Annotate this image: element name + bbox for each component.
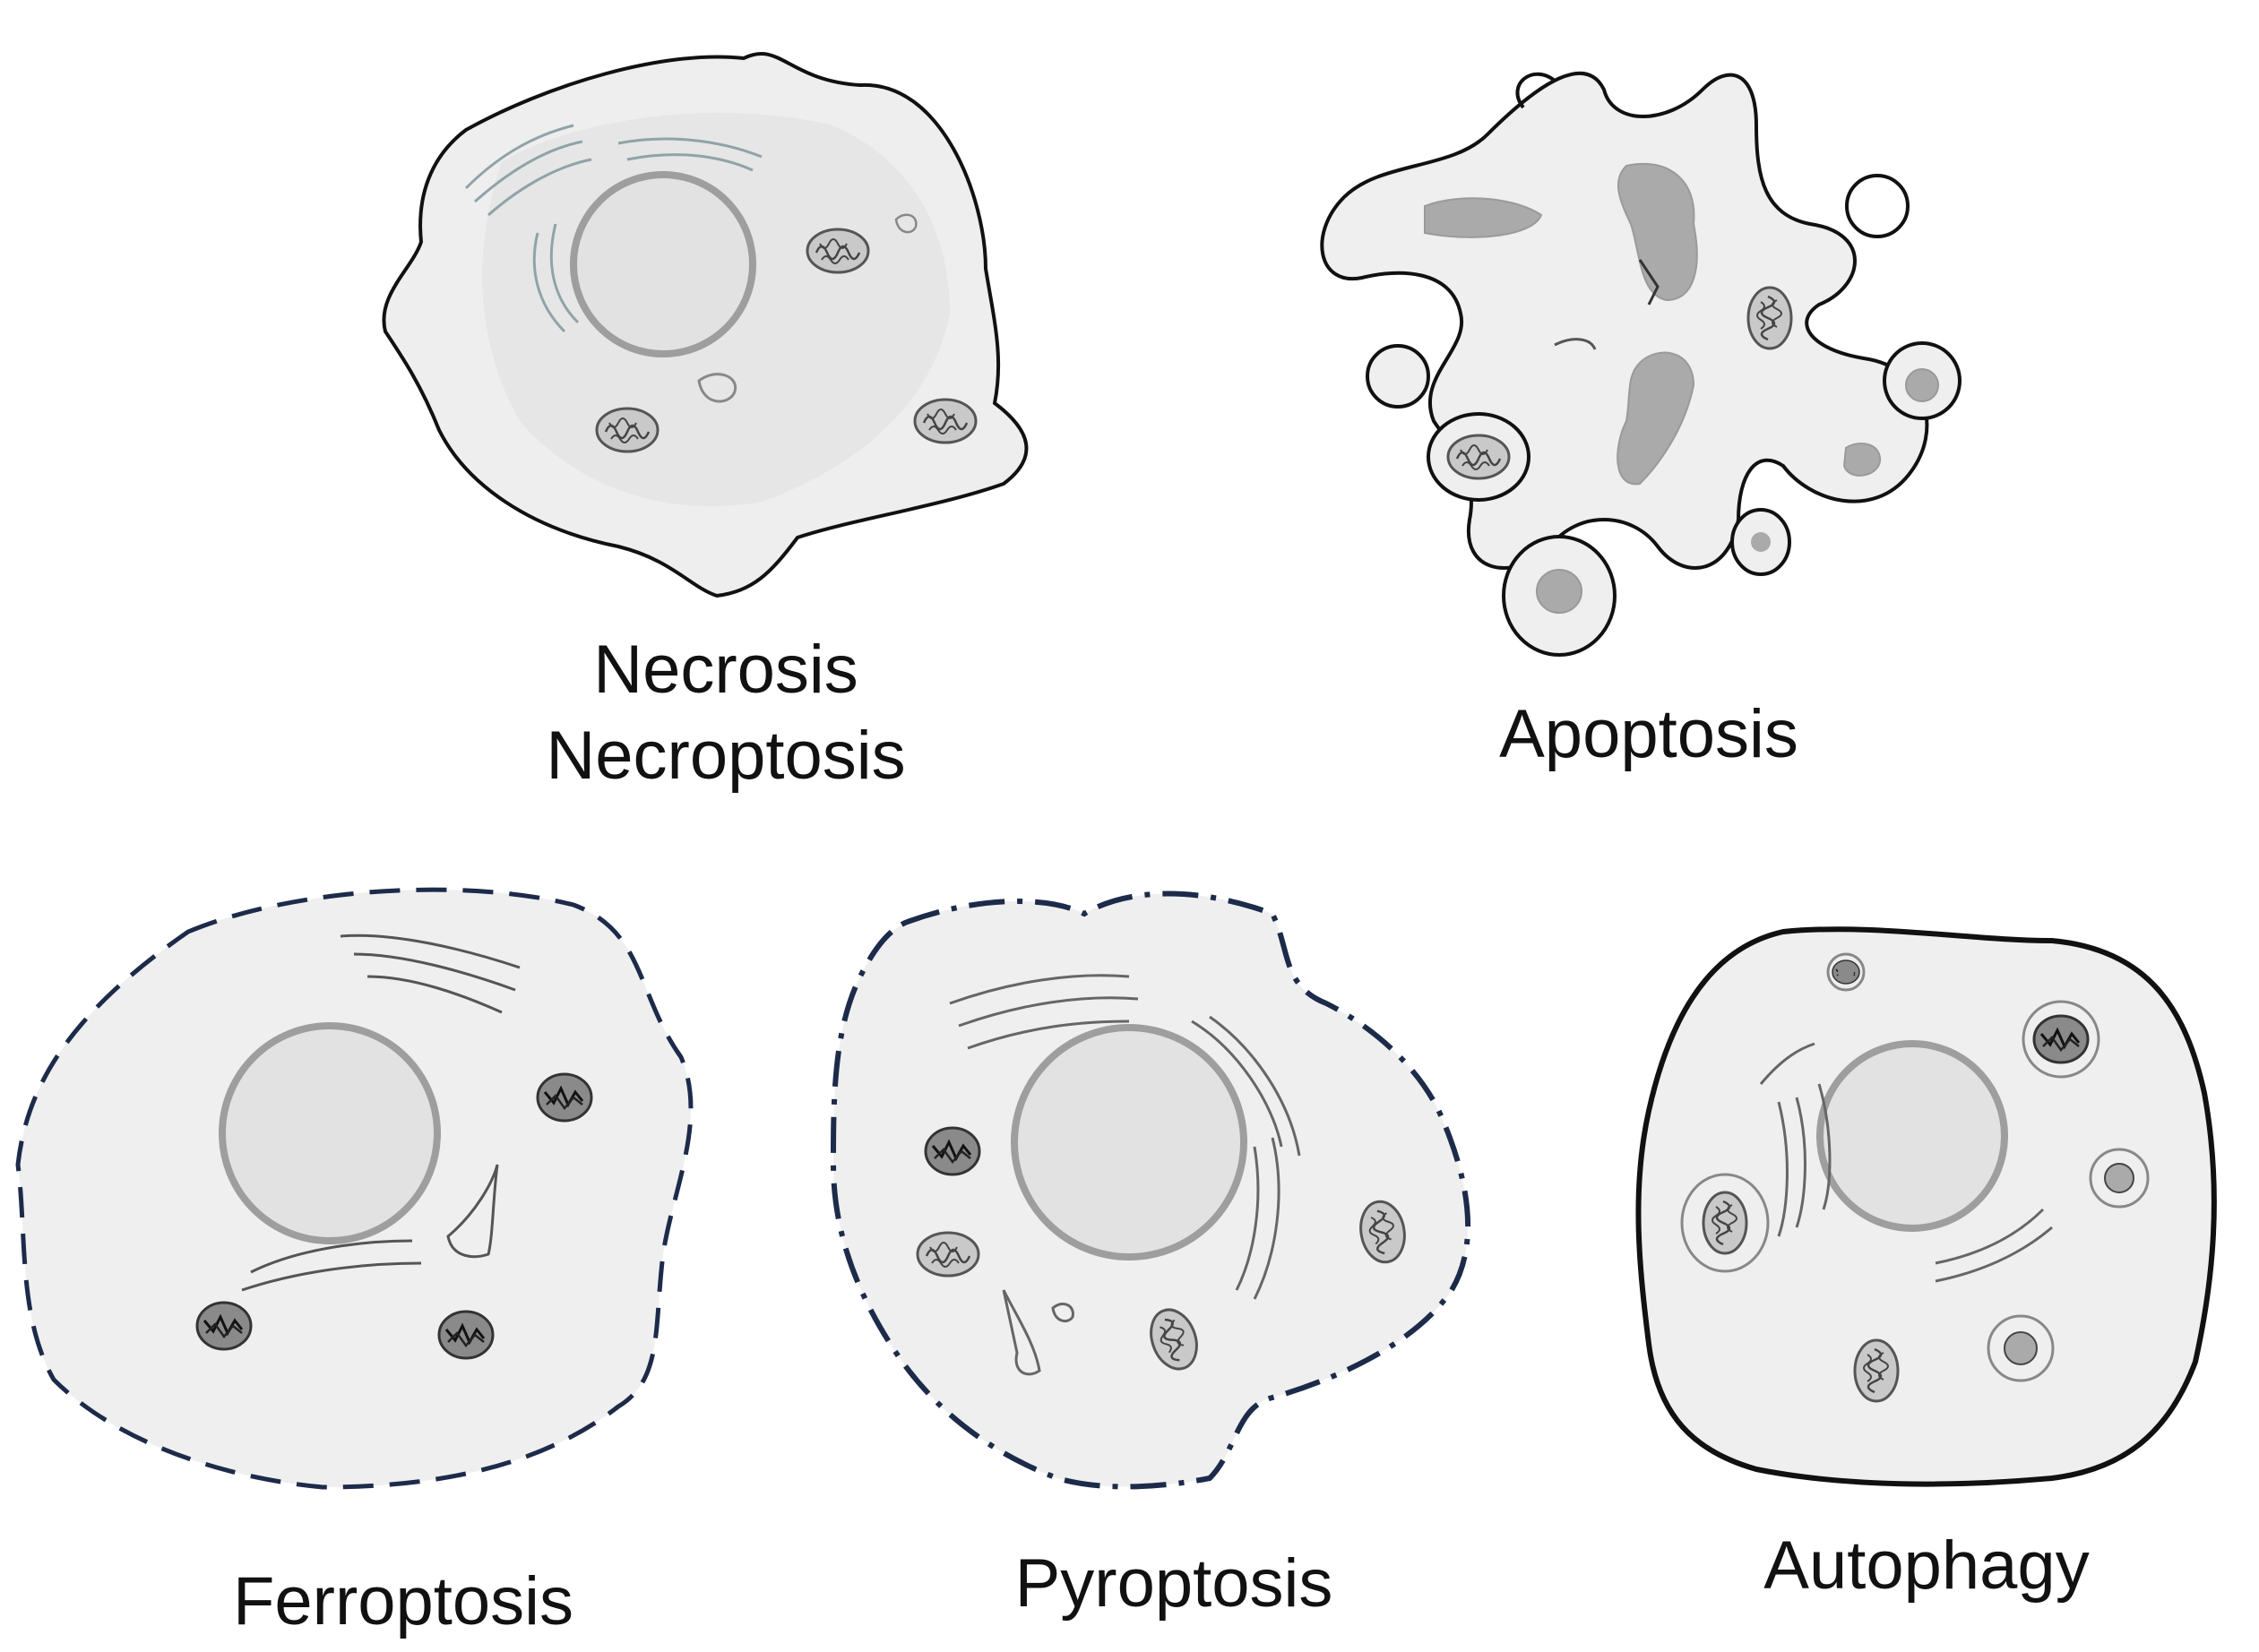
apoptosis-label: Apoptosis <box>1499 696 1798 772</box>
autophagy-cell <box>1635 926 2217 1487</box>
apoptosis-cell <box>1320 71 1962 657</box>
pyroptosis-label: Pyroptosis <box>1014 1545 1333 1622</box>
necrosis-nucleus <box>570 171 756 357</box>
ferroptosis-label: Ferroptosis <box>232 1563 574 1639</box>
autophagy-nucleus <box>1816 1040 2008 1232</box>
pyroptosis-cell <box>830 891 1471 1490</box>
necrosis-label: Necrosis Necroptosis <box>502 627 950 799</box>
necrosis-label-line2: Necroptosis <box>546 718 906 794</box>
necrosis-cell <box>382 52 1029 598</box>
ferroptosis-nucleus <box>219 1022 441 1244</box>
necrosis-label-line1: Necrosis <box>593 632 858 708</box>
autophagy-label: Autophagy <box>1763 1527 2090 1604</box>
ferroptosis-cell <box>15 887 694 1490</box>
apoptosis-membrane <box>1320 71 1929 570</box>
pyroptosis-nucleus <box>1011 1024 1247 1261</box>
